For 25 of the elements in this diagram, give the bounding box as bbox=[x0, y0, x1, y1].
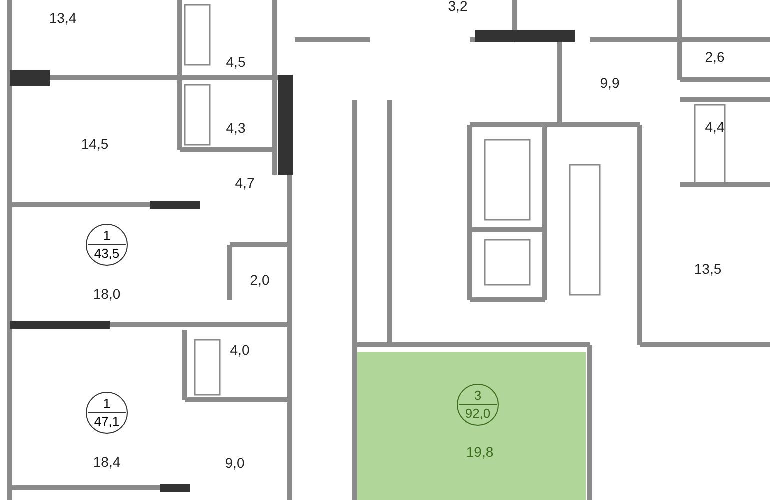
apartment-area: 47,1 bbox=[87, 414, 127, 429]
room-area: 4,3 bbox=[226, 120, 246, 136]
room-area: 13,4 bbox=[49, 10, 77, 26]
room-count: 1 bbox=[102, 228, 112, 243]
room-area: 4,4 bbox=[705, 119, 725, 135]
apartment-badge bbox=[86, 224, 128, 266]
room-area: 9,0 bbox=[225, 455, 245, 471]
apartment-area: 43,5 bbox=[87, 246, 127, 261]
room-area: 3,2 bbox=[448, 0, 468, 14]
apartment-badge bbox=[457, 384, 499, 426]
room-area: 2,6 bbox=[705, 49, 725, 65]
room-area: 4,5 bbox=[226, 54, 246, 70]
apartment-area: 92,0 bbox=[458, 406, 498, 421]
room-area: 9,9 bbox=[600, 75, 620, 91]
room-area: 19,8 bbox=[466, 444, 494, 460]
apartment-badge bbox=[86, 392, 128, 434]
room-area: 2,0 bbox=[250, 272, 270, 288]
room-area: 13,5 bbox=[694, 261, 722, 277]
room-area: 18,0 bbox=[93, 286, 121, 302]
room-area: 4,0 bbox=[230, 342, 250, 358]
room-area: 18,4 bbox=[93, 454, 121, 470]
room-count: 3 bbox=[473, 388, 483, 403]
room-area: 4,7 bbox=[235, 175, 255, 191]
room-area: 14,5 bbox=[81, 136, 109, 152]
room-count: 1 bbox=[102, 396, 112, 411]
